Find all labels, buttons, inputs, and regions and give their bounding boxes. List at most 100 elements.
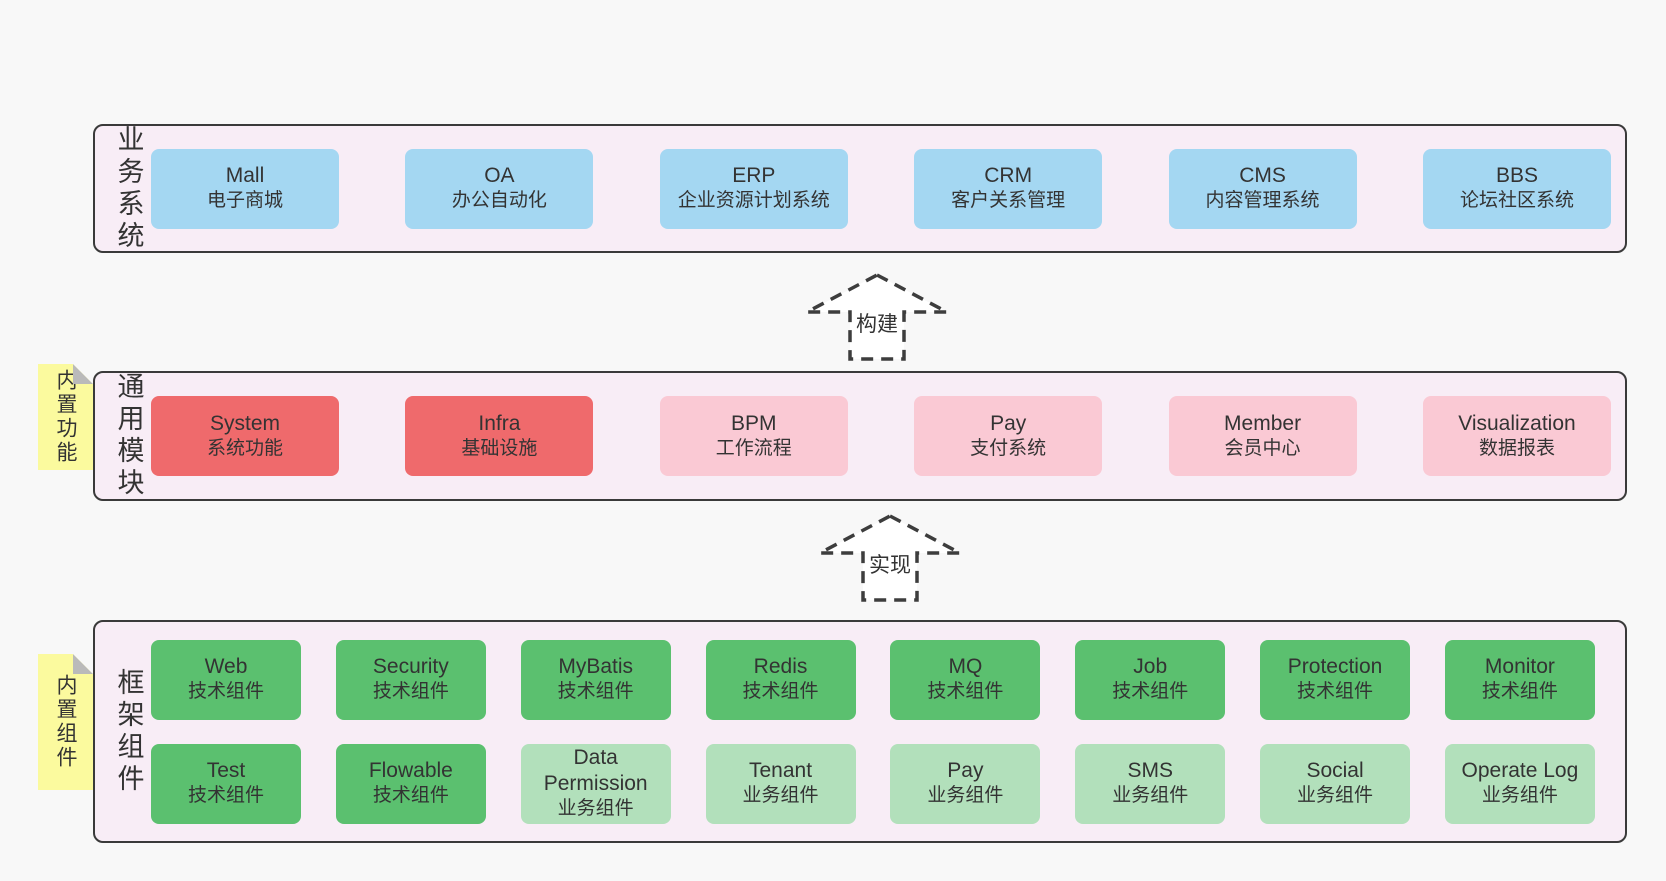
node-title: Mall	[225, 164, 265, 188]
business-boxes-row: Mall 电子商城 OA 办公自动化 ERP 企业资源计划系统 CRM 客户关系…	[151, 148, 1611, 229]
node-subtitle: 技术组件	[372, 681, 449, 703]
panel-modules-label-text: 通用模块	[113, 372, 144, 500]
node-title: Security	[372, 655, 449, 679]
node-member: Member 会员中心	[1168, 396, 1357, 476]
node-subtitle: 技术组件	[557, 681, 634, 703]
node-title: Flowable	[368, 759, 453, 783]
node-subtitle: 客户关系管理	[951, 190, 1066, 212]
components-row-1: Web 技术组件 Security 技术组件 MyBatis 技术组件 Redi…	[151, 639, 1595, 720]
node-tenant: Tenant 业务组件	[705, 743, 856, 824]
node-subtitle: 业务组件	[742, 785, 819, 807]
node-pay: Pay 支付系统	[914, 396, 1103, 476]
implement-arrow-shape	[819, 514, 961, 602]
panel-business-label: 业务系统	[105, 125, 151, 253]
node-title: Operate Log	[1461, 759, 1579, 783]
node-cms: CMS 内容管理系统	[1168, 148, 1357, 229]
node-title: CMS	[1239, 164, 1286, 188]
node-pay-business: Pay 业务组件	[890, 743, 1041, 824]
node-title: Web	[204, 655, 248, 679]
node-subtitle: 业务组件	[557, 798, 634, 820]
node-subtitle: 业务组件	[1112, 785, 1189, 807]
panel-framework-components: 框架组件 Web 技术组件 Security 技术组件 MyBatis 技术组件…	[93, 620, 1627, 843]
node-subtitle: 基础设施	[461, 437, 538, 459]
node-subtitle: 电子商城	[206, 190, 283, 212]
node-title: SMS	[1127, 759, 1173, 783]
folded-corner-icon	[73, 364, 93, 384]
folded-corner-icon	[73, 654, 93, 674]
implement-arrow-label: 实现	[869, 554, 911, 577]
panel-components-label: 框架组件	[105, 668, 151, 796]
node-redis: Redis 技术组件	[705, 639, 856, 720]
node-subtitle: 业务组件	[1297, 785, 1374, 807]
node-web: Web 技术组件	[151, 639, 301, 720]
node-title: Pay	[990, 411, 1027, 435]
node-subtitle: 支付系统	[970, 437, 1047, 459]
node-flowable: Flowable 技术组件	[335, 743, 486, 824]
node-sms: SMS 业务组件	[1075, 743, 1226, 824]
sticky-note-text: 内置功能	[54, 369, 77, 465]
build-arrow: 构建	[806, 273, 948, 361]
node-subtitle: 系统功能	[206, 437, 283, 459]
node-mall: Mall 电子商城	[151, 148, 339, 229]
node-subtitle: 会员中心	[1224, 437, 1301, 459]
node-title: BPM	[731, 411, 777, 435]
node-subtitle: 办公自动化	[451, 190, 547, 212]
panel-components-label-text: 框架组件	[113, 667, 144, 796]
node-subtitle: 论坛社区系统	[1459, 190, 1574, 212]
node-title: System	[209, 411, 280, 435]
node-visualization: Visualization 数据报表	[1422, 396, 1611, 476]
node-job: Job 技术组件	[1075, 639, 1226, 720]
node-title: Data Permission	[543, 745, 648, 796]
panel-business-label-text: 业务系统	[113, 124, 144, 253]
node-subtitle: 业务组件	[1481, 785, 1558, 807]
node-mq: MQ 技术组件	[890, 639, 1041, 720]
components-boxes-rows: Web 技术组件 Security 技术组件 MyBatis 技术组件 Redi…	[151, 639, 1595, 824]
modules-boxes-row: System 系统功能 Infra 基础设施 BPM 工作流程 Pay 支付系统…	[151, 396, 1611, 476]
sticky-note-builtin-components: 内置组件	[38, 654, 93, 790]
node-title: Job	[1133, 655, 1168, 679]
sticky-note-builtin-features: 内置功能	[38, 364, 93, 470]
node-title: Pay	[947, 759, 984, 783]
node-title: CRM	[984, 164, 1033, 188]
node-subtitle: 技术组件	[927, 681, 1004, 703]
node-subtitle: 技术组件	[742, 681, 819, 703]
node-mybatis: MyBatis 技术组件	[520, 639, 671, 720]
node-subtitle: 企业资源计划系统	[677, 190, 830, 212]
node-title: Social	[1306, 759, 1364, 783]
node-subtitle: 技术组件	[187, 785, 264, 807]
node-title: Infra	[478, 411, 521, 435]
node-social: Social 业务组件	[1260, 743, 1411, 824]
node-title: BBS	[1495, 164, 1538, 188]
node-protection: Protection 技术组件	[1260, 639, 1411, 720]
node-monitor: Monitor 技术组件	[1444, 639, 1595, 720]
node-title: ERP	[732, 164, 776, 188]
node-title: Member	[1224, 411, 1302, 435]
node-subtitle: 技术组件	[1297, 681, 1374, 703]
node-subtitle: 数据报表	[1478, 437, 1555, 459]
panel-business-systems: 业务系统 Mall 电子商城 OA 办公自动化 ERP 企业资源计划系统 CRM…	[93, 124, 1627, 253]
panel-modules-label: 通用模块	[105, 372, 151, 500]
node-oa: OA 办公自动化	[405, 148, 594, 229]
node-subtitle: 技术组件	[1481, 681, 1558, 703]
node-subtitle: 技术组件	[187, 681, 264, 703]
node-operate-log: Operate Log 业务组件	[1444, 743, 1595, 824]
node-subtitle: 内容管理系统	[1205, 190, 1320, 212]
sticky-note-text: 内置组件	[54, 674, 77, 770]
node-title: Visualization	[1458, 411, 1576, 435]
node-title: Monitor	[1484, 655, 1555, 679]
node-title: Tenant	[749, 759, 813, 783]
node-test: Test 技术组件	[151, 743, 301, 824]
node-subtitle: 工作流程	[715, 437, 792, 459]
node-bpm: BPM 工作流程	[659, 396, 848, 476]
components-row-2: Test 技术组件 Flowable 技术组件 Data Permission …	[151, 743, 1595, 824]
node-system: System 系统功能	[151, 396, 339, 476]
panel-common-modules: 通用模块 System 系统功能 Infra 基础设施 BPM 工作流程 Pay…	[93, 371, 1627, 501]
node-crm: CRM 客户关系管理	[914, 148, 1103, 229]
implement-arrow: 实现	[819, 514, 961, 602]
node-infra: Infra 基础设施	[405, 396, 594, 476]
node-subtitle: 技术组件	[1112, 681, 1189, 703]
node-title: Redis	[753, 655, 808, 679]
node-subtitle: 技术组件	[372, 785, 449, 807]
node-erp: ERP 企业资源计划系统	[659, 148, 848, 229]
